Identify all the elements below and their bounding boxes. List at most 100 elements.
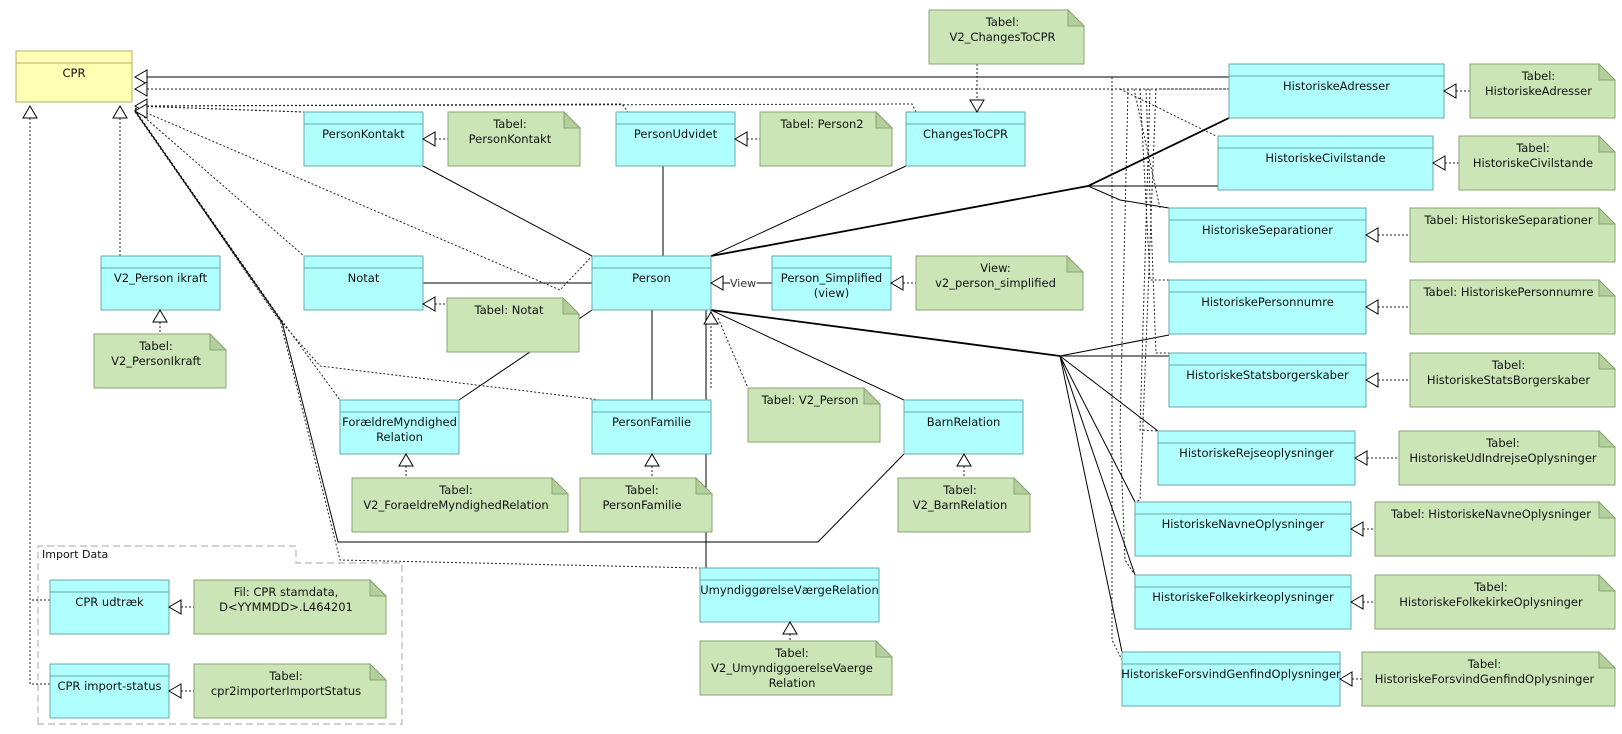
connector-line [29,106,50,685]
generalization-arrowhead-icon [1350,521,1364,537]
note-fold-corner [695,476,714,495]
note-label: HistoriskeCivilstande [1473,156,1593,170]
class-box [15,50,133,103]
connector-line [710,309,905,401]
note-label: HistoriskeStatsBorgerskaber [1427,373,1590,387]
class-name: BarnRelation [927,415,1001,429]
note-body [1409,352,1616,408]
generalization-arrowhead-icon [703,311,719,325]
class-cpr[interactable]: CPR [15,50,133,103]
connector-line [1111,77,1123,661]
class-barnrelation[interactable]: BarnRelation [903,399,1024,455]
package-import-data[interactable]: Import Data [37,545,403,725]
generalization-arrowhead-icon [890,275,904,291]
note-rejse[interactable]: Tabel:HistoriskeUdIndrejseOplysninger [1398,429,1617,486]
package-frame [37,545,403,725]
note-changes[interactable]: Tabel:V2_ChangesToCPR [928,8,1086,65]
note-fold-corner [1066,254,1085,273]
note-personkontakt[interactable]: Tabel:PersonKontakt [447,110,582,167]
note-label: Tabel: [438,483,473,497]
note-v2person[interactable]: Tabel: V2_Person [747,386,882,443]
class-changestocpr[interactable]: ChangesToCPR [905,111,1026,167]
note-sep[interactable]: Tabel: HistoriskeSeparationer [1409,206,1617,263]
note-person2[interactable]: Tabel: Person2 [759,110,894,167]
note-import[interactable]: Tabel:cpr2importerImportStatus [193,662,388,719]
class-personudvidet[interactable]: PersonUdvidet [615,111,736,167]
class-box [591,255,712,311]
class-cprudtraek[interactable]: CPR udtræk [49,579,170,635]
note-fold-corner [562,296,581,315]
generalization-arrowhead-icon [1365,299,1379,315]
note-body [1398,430,1616,486]
connector-line [134,109,341,401]
note-fold-corner [1013,476,1032,495]
class-umyndig[interactable]: UmyndiggørelseVærgeRelation [699,567,880,623]
note-folke[interactable]: Tabel:HistoriskeFolkekirkeOplysninger [1374,573,1617,630]
generalization-arrowhead-icon [134,103,148,119]
class-histsep[interactable]: HistoriskeSeparationer [1168,207,1367,263]
note-stats[interactable]: Tabel:HistoriskeStatsBorgerskaber [1409,351,1617,408]
class-v2personikraft[interactable]: V2_Person ikraft [100,255,221,311]
note-civil[interactable]: Tabel:HistoriskeCivilstande [1458,134,1617,191]
class-name: V2_Person ikraft [114,271,208,285]
generalization-arrowhead-icon [152,309,168,323]
class-personkontakt[interactable]: PersonKontakt [303,111,424,167]
note-body [759,111,893,167]
note-udtraek[interactable]: Fil: CPR stamdata,D<YYMMDD>.L464201 [193,578,388,635]
class-histforsvind[interactable]: HistoriskeForsvindGenfindOplysninger [1121,651,1341,707]
generalization-arrowhead-icon [734,131,748,147]
note-forsvind[interactable]: Tabel:HistoriskeForsvindGenfindOplysning… [1361,650,1617,707]
class-histpersonnr[interactable]: HistoriskePersonnumre [1168,279,1367,335]
class-box [100,255,221,311]
class-histstats[interactable]: HistoriskeStatsborgerskaber [1168,352,1367,408]
note-fold-corner [1598,278,1617,297]
note-simplified[interactable]: View:v2_person_simplified [915,254,1085,311]
note-barn[interactable]: Tabel:V2_BarnRelation [897,476,1032,533]
class-histadresser[interactable]: HistoriskeAdresser [1228,63,1445,119]
connector-line [29,106,50,601]
class-personsimplified[interactable]: Person_Simplified(view) [771,255,892,311]
note-ikraft[interactable]: Tabel:V2_PersonIkraft [93,332,228,389]
connector-line [1059,355,1136,503]
note-notat[interactable]: Tabel: Notat [446,296,581,353]
class-name: UmyndiggørelseVærgeRelation [700,583,879,597]
class-notat[interactable]: Notat [303,255,424,311]
note-label: Tabel: Notat [474,303,544,317]
note-personnr[interactable]: Tabel: HistoriskePersonnumre [1409,278,1617,335]
class-name: Person_Simplified [781,271,882,285]
class-name: HistoriskeNavneOplysninger [1162,517,1325,531]
connector-line [1087,185,1170,209]
generalization-arrowhead-icon [134,69,148,85]
connector-line [1059,355,1136,576]
note-body [1409,279,1616,335]
class-histfolke[interactable]: HistoriskeFolkekirkeoplysninger [1134,574,1352,630]
note-body [897,477,1031,533]
note-label: Tabel: [1485,436,1520,450]
generalization-arrowhead-icon [112,105,128,119]
note-familie[interactable]: Tabel:PersonFamilie [579,476,714,533]
class-person[interactable]: Person [591,255,712,311]
connector-line [134,103,917,113]
class-histnavne[interactable]: HistoriskeNavneOplysninger [1134,501,1352,557]
class-personfamilie[interactable]: PersonFamilie [591,399,712,455]
note-label: Tabel: [985,15,1020,29]
note-label: v2_person_simplified [935,276,1056,290]
generalization-arrowhead-icon [22,105,38,119]
class-box [1217,135,1434,191]
note-foraeldre[interactable]: Tabel:V2_ForaeldreMyndighedRelation [351,476,570,533]
class-cprimport[interactable]: CPR import-status [49,663,170,719]
note-body [446,297,580,353]
note-label: Tabel: HistoriskeNavneOplysninger [1390,507,1591,521]
note-navne[interactable]: Tabel: HistoriskeNavneOplysninger [1374,500,1617,557]
class-histrejse[interactable]: HistoriskeRejseoplysninger [1157,430,1356,486]
class-box [1168,207,1367,263]
generalization-arrowhead-icon [1365,227,1379,243]
note-adresser[interactable]: Tabel:HistoriskeAdresser [1469,62,1617,119]
class-name: CPR udtræk [75,595,144,609]
class-histcivil[interactable]: HistoriskeCivilstande [1217,135,1434,191]
note-label: View: [980,261,1011,275]
note-label: HistoriskeForsvindGenfindOplysninger [1375,672,1595,686]
note-body [193,579,387,635]
